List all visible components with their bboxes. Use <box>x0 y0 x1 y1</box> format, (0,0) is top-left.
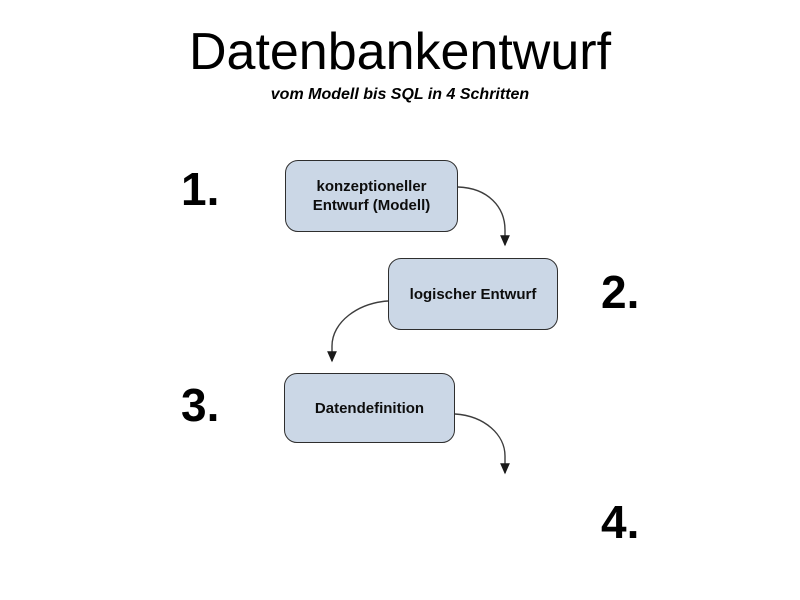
flow-box-label: logischer Entwurf <box>409 285 537 303</box>
slide-title: Datenbankentwurf <box>188 23 612 81</box>
step-number-3: 3. <box>181 379 220 431</box>
slide-subtitle: vom Modell bis SQL in 4 Schritten <box>270 86 530 103</box>
arrow-step3-to-step4 <box>454 413 510 475</box>
flow-box-konzeptioneller-entwurf: konzeptioneller Entwurf (Modell) <box>285 160 458 232</box>
arrow-step1-to-step2 <box>457 186 510 247</box>
step-number-4: 4. <box>601 496 640 548</box>
step-number-1: 1. <box>181 163 220 215</box>
flow-box-label: Datendefinition <box>314 399 425 417</box>
flow-box-datendefinition: Datendefinition <box>284 373 455 443</box>
flow-box-logischer-entwurf: logischer Entwurf <box>388 258 558 330</box>
flow-box-label: konzeptioneller Entwurf (Modell) <box>312 178 431 214</box>
step-number-2: 2. <box>601 266 640 318</box>
arrow-step2-to-step3 <box>327 300 389 363</box>
